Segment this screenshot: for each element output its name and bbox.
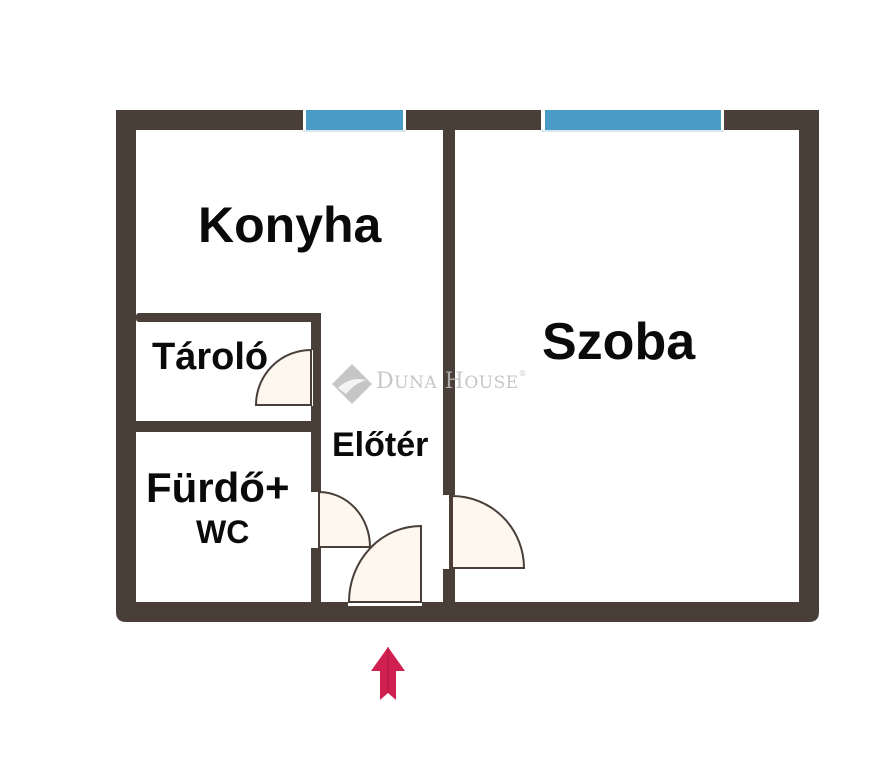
interior-walls: [136, 130, 455, 602]
room-label-eloter: Előtér: [332, 426, 429, 464]
duna-house-logo-icon: [332, 364, 372, 404]
room-label-konyha: Konyha: [198, 197, 382, 253]
door-entrance: [347, 524, 422, 606]
room-label-szoba: Szoba: [542, 313, 696, 371]
room-label-furdo: Fürdő+: [146, 464, 290, 511]
watermark: DUNA HOUSE®: [376, 369, 527, 394]
room-label-tarolo: Tároló: [152, 336, 269, 378]
door-bathroom: [311, 490, 372, 548]
window-room: [541, 108, 724, 132]
room-label-wc: WC: [196, 514, 250, 550]
entrance-arrow-icon: [371, 647, 405, 700]
watermark-text: DUNA HOUSE®: [376, 369, 528, 394]
door-room: [443, 494, 526, 569]
door-storage: [254, 348, 313, 406]
window-kitchen: [303, 108, 406, 132]
